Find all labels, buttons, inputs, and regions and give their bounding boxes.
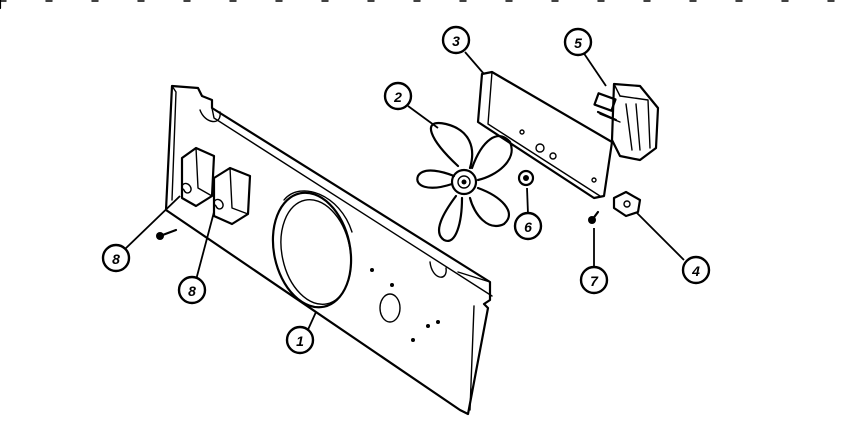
motor-part-5 xyxy=(593,82,660,162)
back-panel-part-1 xyxy=(164,84,493,416)
callout-5-label: 5 xyxy=(574,35,582,51)
callout-1: 1 xyxy=(285,325,315,355)
top-border-remnant xyxy=(0,0,848,10)
callout-2: 2 xyxy=(383,81,413,111)
callout-3: 3 xyxy=(441,25,471,55)
fan-blade-part-2 xyxy=(416,121,513,242)
callout-4-label: 4 xyxy=(691,263,700,279)
callout-3-label: 3 xyxy=(452,33,460,49)
screw-part-8 xyxy=(156,228,178,240)
callout-8-lower-label: 8 xyxy=(188,283,196,299)
callout-8-lower: 8 xyxy=(177,275,207,305)
callout-5: 5 xyxy=(563,27,593,57)
callout-6: 6 xyxy=(513,211,543,241)
nut-part-6 xyxy=(517,169,535,187)
callout-8-upper: 8 xyxy=(101,243,131,273)
callout-7: 7 xyxy=(579,265,609,295)
callout-7-label: 7 xyxy=(590,273,599,289)
callout-1-label: 1 xyxy=(296,333,304,349)
clip-part-4 xyxy=(612,190,642,218)
callout-4: 4 xyxy=(681,255,711,285)
motor-bracket-part-3 xyxy=(476,70,614,200)
leader-lines xyxy=(123,51,685,335)
callout-2-label: 2 xyxy=(393,89,402,105)
callout-8-upper-label: 8 xyxy=(112,251,120,267)
screw-part-7 xyxy=(588,210,600,224)
callout-6-label: 6 xyxy=(524,219,532,235)
